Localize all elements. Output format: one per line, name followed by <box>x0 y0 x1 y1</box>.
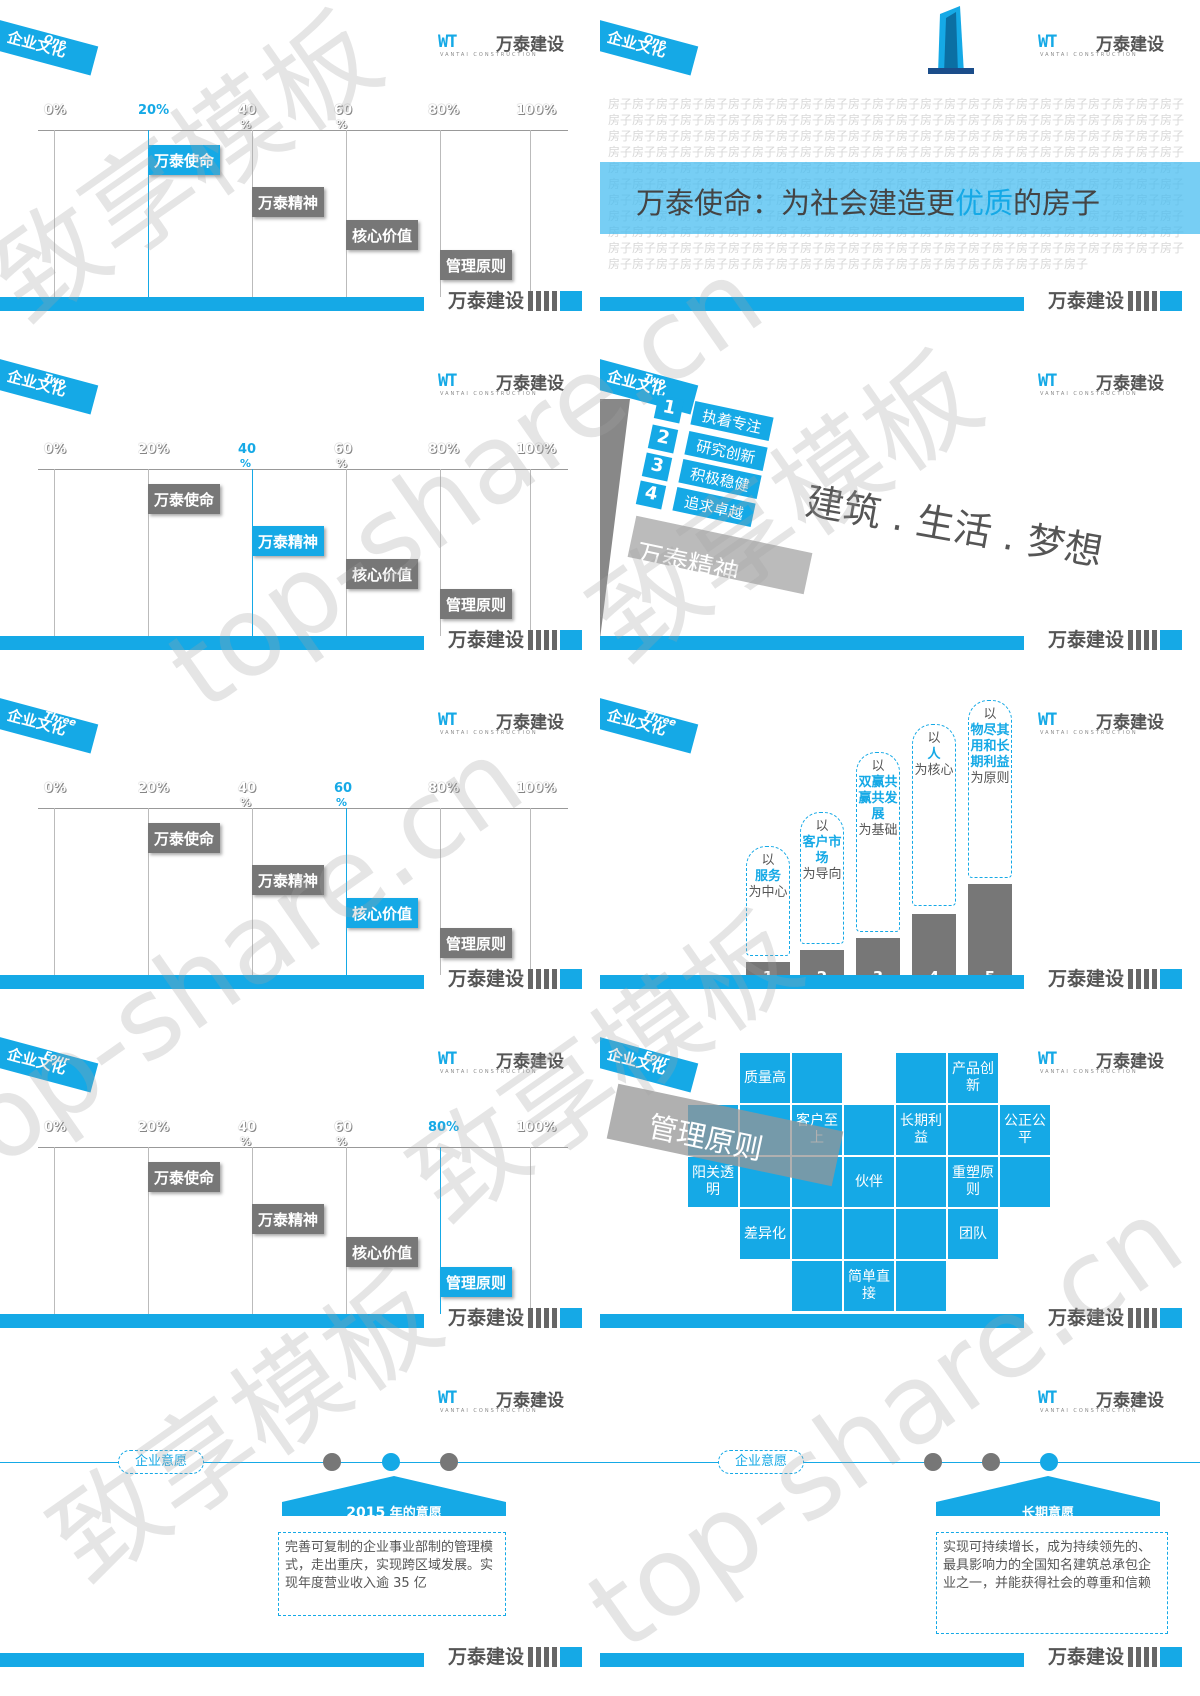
principle-cell: 质量高 <box>740 1053 790 1103</box>
principle-cell: 伙伴 <box>844 1157 894 1207</box>
box-values: 核心价值 <box>346 220 419 250</box>
principle-cell: 阳关透明 <box>688 1157 738 1207</box>
slide-mission-chart: 企业文化 One WT 万泰建设 VANTAI CONSTRUCTION 0% … <box>0 0 600 339</box>
brand-logo: WT 万泰建设 VANTAI CONSTRUCTION <box>438 32 564 58</box>
wish-tag: 企业意愿 <box>718 1450 804 1474</box>
principle-cell: 重塑原则 <box>948 1157 998 1207</box>
box-principles: 管理原则 <box>440 250 513 280</box>
logo-mark-icon: WT <box>438 1049 458 1069</box>
slide-spirit: 企业文化 Two WT 万泰建设 VANTAI CONSTRUCTION 万泰精… <box>600 339 1200 678</box>
wish-heading: 长期意愿 <box>936 1502 1160 1521</box>
section-tag: 企业文化 <box>600 18 699 76</box>
spirit-motto: 建筑 . 生活 . 梦想 <box>802 479 1106 575</box>
logo-mark-icon: WT <box>1038 371 1058 391</box>
slide-management-principles: 企业文化 Four WT 万泰建设 VANTAI CONSTRUCTION 质量… <box>600 1017 1200 1356</box>
slide-spirit-chart: 企业文化 Two WT 万泰建设 VANTAI CONSTRUCTION 0% … <box>0 339 600 678</box>
slide-wish-2015: WT 万泰建设 VANTAI CONSTRUCTION 企业意愿 2015 年的… <box>0 1356 600 1695</box>
slide-principles-chart: 企业文化 Four WT 万泰建设 VANTAI CONSTRUCTION 0%… <box>0 1017 600 1356</box>
slide-values-chart: 企业文化 Three WT 万泰建设 VANTAI CONSTRUCTION 0… <box>0 678 600 1017</box>
logo-mark-icon: WT <box>438 371 458 391</box>
wish-tag: 企业意愿 <box>118 1450 204 1474</box>
timeline-dot <box>924 1453 942 1471</box>
logo-mark-icon: WT <box>1038 1049 1058 1069</box>
mission-statement: 万泰使命：为社会建造更优质的房子 <box>636 186 1101 220</box>
logo-mark-icon: WT <box>438 32 458 52</box>
section-tag: 企业文化 <box>0 18 99 76</box>
value-bubble: 以物尽其用和长期利益为原则 <box>968 700 1012 878</box>
principle-cell: 团队 <box>948 1209 998 1259</box>
wish-text: 实现可持续增长，成为持续领先的、最具影响力的全国知名建筑总承包企业之一，并能获得… <box>936 1532 1168 1634</box>
slide-core-values: 企业文化 Three WT 万泰建设 VANTAI CONSTRUCTION 1… <box>600 678 1200 1017</box>
logo-mark-icon: WT <box>1038 32 1058 52</box>
timeline-dot-active <box>1040 1453 1058 1471</box>
box-mission: 万泰使命 <box>148 145 221 175</box>
timeline-dot <box>982 1453 1000 1471</box>
principle-cell: 长期利益 <box>896 1105 946 1155</box>
logo-mark-icon: WT <box>438 710 458 730</box>
principle-cell: 简单直接 <box>844 1261 894 1311</box>
logo-mark-icon: WT <box>1038 710 1058 730</box>
timeline-dot <box>440 1453 458 1471</box>
footer-brand: 万泰建设 <box>447 290 524 312</box>
principle-cell: 公正公平 <box>1000 1105 1050 1155</box>
slide-mission-statement: 企业文化 One WT 万泰建设 VANTAI CONSTRUCTION 房子房… <box>600 0 1200 339</box>
logo-mark-icon: WT <box>438 1388 458 1408</box>
value-bubble: 以客户市场为导向 <box>800 812 844 944</box>
wish-heading: 2015 年的意愿 <box>282 1502 506 1521</box>
podium-bar: 5 <box>968 884 1012 986</box>
logo-mark-icon: WT <box>1038 1388 1058 1408</box>
principle-cell: 产品创新 <box>948 1053 998 1103</box>
value-bubble: 以双赢共赢共发展为基础 <box>856 752 900 932</box>
principle-cell: 差异化 <box>740 1209 790 1259</box>
value-bubble: 以人为核心 <box>912 724 956 906</box>
timeline-dot <box>323 1453 341 1471</box>
timeline-dot-active <box>382 1453 400 1471</box>
slide-wish-long-term: WT 万泰建设 VANTAI CONSTRUCTION 企业意愿 长期意愿 实现… <box>600 1356 1200 1695</box>
building-icon <box>928 6 974 74</box>
value-bubble: 以服务为中心 <box>746 846 790 956</box>
wish-text: 完善可复制的企业事业部制的管理模式，走出重庆，实现跨区域发展。实现年度营业收入逾… <box>278 1532 506 1616</box>
brand-logo: WT 万泰建设 VANTAI CONSTRUCTION <box>1038 32 1164 58</box>
box-spirit: 万泰精神 <box>252 187 325 217</box>
footer-stripes <box>528 291 592 311</box>
